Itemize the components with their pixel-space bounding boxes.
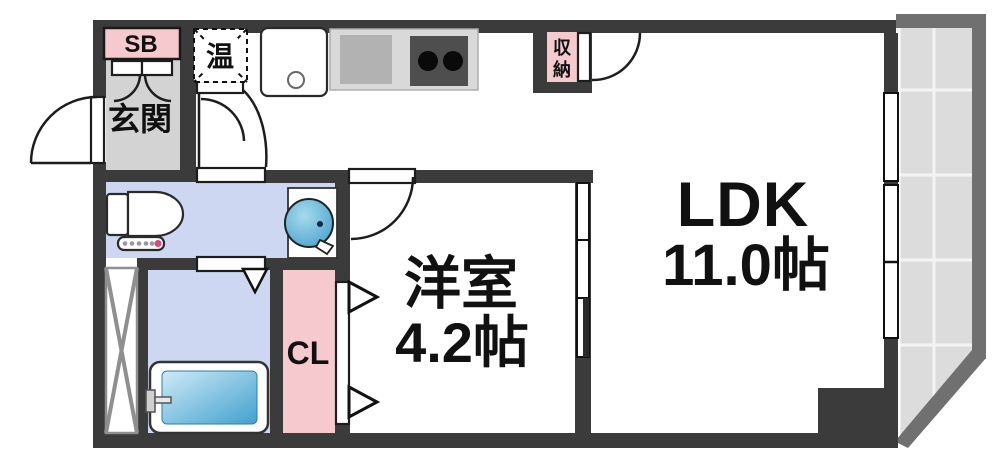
washroom-fixtures — [105, 187, 338, 259]
storage-door-leaf — [576, 31, 592, 83]
entrance-door-leaf — [89, 95, 106, 165]
wall-corner-block — [818, 388, 898, 433]
wall-bath-left — [137, 258, 148, 433]
pipe-shaft — [104, 266, 139, 435]
entrance-door-arc — [29, 95, 98, 164]
pink-areas — [102, 26, 577, 433]
wall-left-lower — [93, 162, 106, 447]
water-heater-label-bg — [204, 38, 238, 74]
control-dot — [143, 241, 149, 246]
storage-label-char2: 納 — [553, 59, 571, 80]
shoe-cabinet-arc-right — [143, 74, 172, 103]
toilet-tank — [105, 192, 130, 237]
wall-bottom — [93, 433, 898, 448]
wall-western-room-top — [415, 170, 593, 183]
sink-drain — [287, 71, 305, 89]
kitchen-sink — [259, 26, 329, 98]
western-room-size-label: 4.2帖 — [395, 311, 529, 374]
entrance-floor — [106, 58, 180, 170]
basin-faucet — [314, 238, 335, 256]
storage-closet — [547, 32, 577, 82]
window-upper — [883, 92, 899, 182]
water-heater-label: 温 — [206, 41, 234, 72]
toilet-control-dots — [122, 240, 162, 247]
wall-entrance-bottom — [93, 170, 197, 182]
wall-bath-top-right — [265, 258, 350, 270]
balcony-rail-right — [972, 14, 986, 359]
pipe-shaft-cross — [104, 267, 139, 434]
ldk-size-label: 11.0帖 — [662, 233, 830, 298]
stove-burner — [418, 51, 438, 71]
counter-workspace — [340, 35, 392, 84]
bathtub-faucet — [145, 389, 156, 413]
washroom-door-arc — [242, 89, 268, 168]
ldk-windows — [883, 92, 899, 339]
wall-entrance-right — [180, 20, 196, 182]
storage-label-char1: 収 — [553, 38, 572, 58]
bathtub-water — [161, 370, 258, 425]
hall-doors — [195, 79, 268, 184]
entrance-label: 玄関 — [108, 101, 172, 137]
bathroom-folding-door-arrow — [240, 267, 270, 295]
sliding-door-panel-overlap — [583, 298, 589, 357]
stove-burner — [443, 51, 463, 71]
sliding-door-assembly — [576, 182, 590, 358]
control-dot-stop — [154, 240, 162, 247]
kitchen — [259, 26, 479, 98]
closet-door-assembly — [334, 279, 381, 426]
storage-door-arc — [591, 32, 642, 82]
western-room-door-assembly — [347, 167, 417, 241]
wall-bath-right — [270, 258, 283, 433]
balcony-rail-diagonal — [894, 350, 986, 448]
shoe-cabinet-panel-left — [110, 59, 144, 77]
balcony-rail-top — [896, 14, 986, 28]
closet-door — [334, 280, 351, 426]
western-room-label: 洋室 — [404, 252, 518, 316]
closet-door-arrow — [347, 279, 381, 315]
ldk-label: LDK — [677, 170, 809, 240]
bathtub-faucet-spout — [154, 396, 172, 404]
wall-bath-top-left — [137, 258, 197, 270]
entrance-assembly — [29, 59, 174, 165]
shoe-box — [102, 26, 182, 61]
shoe-cabinet-panel-right — [140, 59, 174, 77]
labels: SB 温 玄関 収 納 LDK 11.0帖 洋室 4.2帖 CL — [108, 31, 830, 374]
hall-door-leaf — [195, 79, 245, 95]
closet-area — [283, 270, 335, 433]
toilet-bowl — [126, 190, 185, 238]
western-room-door-arc — [350, 176, 415, 241]
shoe-box-label: SB — [124, 31, 157, 58]
bathroom-door-leaf — [195, 255, 267, 273]
western-room-door-leaf — [347, 167, 417, 185]
wall-right-upper — [884, 33, 898, 95]
hall-door-arc — [200, 97, 246, 142]
control-dot — [149, 241, 155, 246]
control-dot — [122, 241, 128, 246]
closet-label: CL — [287, 335, 330, 371]
wash-basin-bowl — [284, 198, 334, 248]
control-dot — [136, 241, 142, 246]
bathroom — [145, 255, 270, 435]
control-dot — [129, 241, 135, 246]
storage-door-assembly — [576, 31, 642, 83]
closet-door-arrow — [347, 384, 381, 420]
washroom-door-leaf — [195, 166, 267, 184]
balcony — [894, 14, 986, 448]
wall-right-window-divider — [884, 179, 898, 186]
basin-drain — [317, 221, 323, 227]
wall-washroom-top-right — [265, 170, 350, 183]
water-heater-assembly — [193, 28, 248, 83]
shoe-cabinet-arc-left — [113, 74, 142, 103]
